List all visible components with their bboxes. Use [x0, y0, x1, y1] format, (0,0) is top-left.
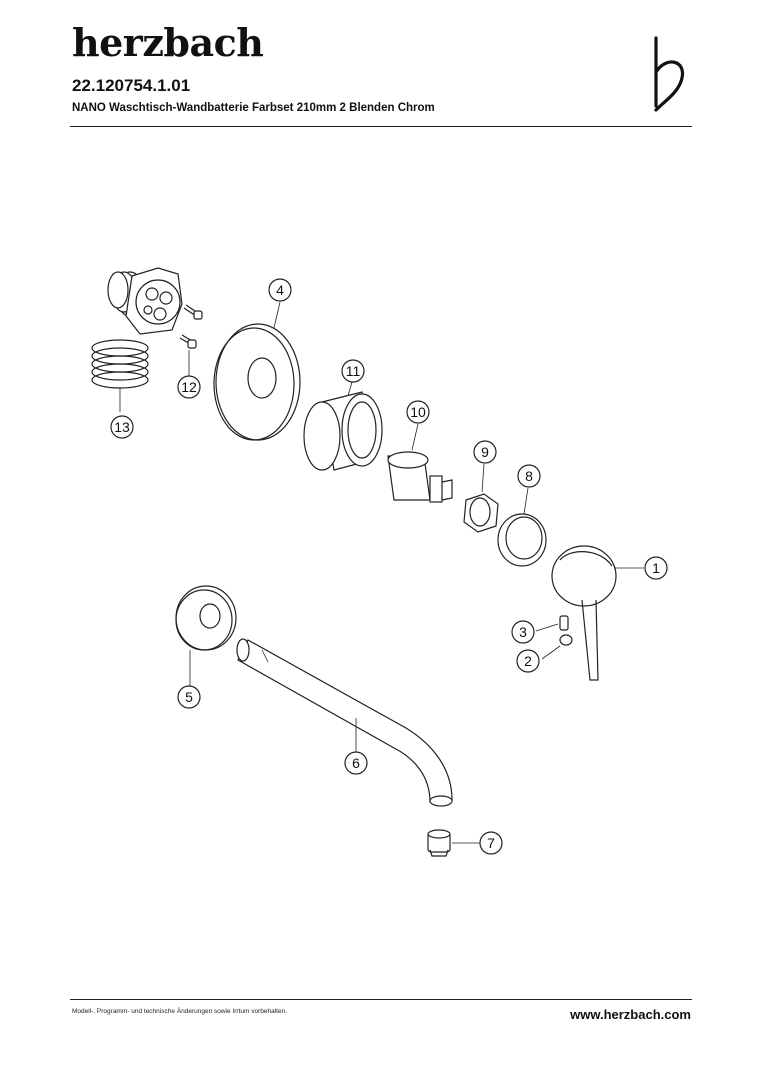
callout-label: 6: [352, 755, 360, 771]
callout-8: 8: [517, 464, 541, 488]
part-10-cartridge: [387, 423, 453, 503]
concealed-body: [107, 267, 183, 335]
callout-12: 12: [177, 375, 201, 399]
part-4-rosette: [213, 301, 301, 441]
callout-label: 13: [114, 419, 130, 435]
callout-label: 1: [652, 560, 660, 576]
callout-6: 6: [344, 751, 368, 775]
callout-5: 5: [177, 685, 201, 709]
product-description: NANO Waschtisch-Wandbatterie Farbset 210…: [72, 102, 435, 114]
callout-label: 8: [525, 468, 533, 484]
callout-9: 9: [473, 440, 497, 464]
herzbach-logo-icon: [654, 36, 685, 112]
callout-label: 7: [487, 835, 495, 851]
callout-3: 3: [511, 620, 535, 644]
website-link[interactable]: www.herzbach.com: [570, 1007, 691, 1022]
callout-label: 4: [276, 282, 284, 298]
part-6-spout: [236, 638, 453, 807]
callout-label: 12: [181, 379, 197, 395]
part-11-sleeve: [303, 381, 383, 471]
part-1-handle: [551, 545, 644, 681]
part-2-screw: [541, 634, 573, 660]
callout-label: 9: [481, 444, 489, 460]
callout-1: 1: [644, 556, 668, 580]
part-5-rosette: [175, 585, 237, 686]
callout-11: 11: [341, 359, 365, 383]
part-13-spring: [91, 339, 149, 412]
part-12-screws: [179, 304, 203, 376]
part-3-pin: [535, 615, 569, 632]
part-8-ring: [497, 487, 547, 567]
callout-label: 5: [185, 689, 193, 705]
part-9-nut: [463, 463, 499, 533]
callout-7: 7: [479, 831, 503, 855]
callout-4: 4: [268, 278, 292, 302]
callout-label: 3: [519, 624, 527, 640]
callout-label: 11: [346, 363, 361, 379]
callout-label: 2: [524, 653, 532, 669]
brand-wordmark: herzbach: [72, 20, 264, 65]
callout-10: 10: [406, 400, 430, 424]
callout-13: 13: [110, 415, 134, 439]
header-divider: [70, 126, 692, 127]
footer-divider: [70, 999, 692, 1000]
part-7-aerator: [427, 829, 480, 857]
callout-label: 10: [410, 404, 426, 420]
article-number: 22.120754.1.01: [72, 76, 191, 95]
footer-disclaimer: Modell-, Programm- und technische Änderu…: [72, 1008, 287, 1015]
callout-2: 2: [516, 649, 540, 673]
